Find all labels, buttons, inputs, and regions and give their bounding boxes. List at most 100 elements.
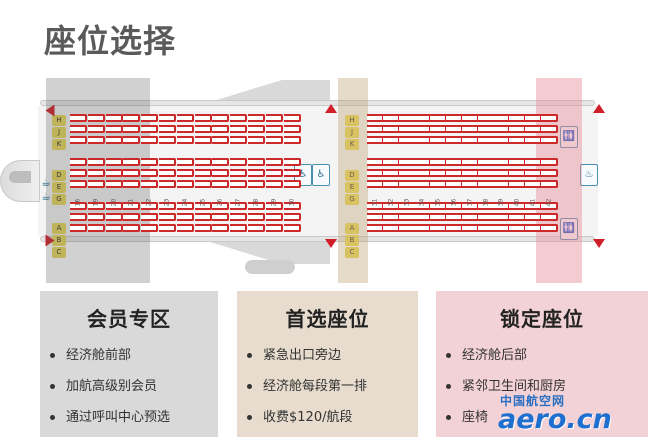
seat[interactable] [265, 213, 283, 221]
seat[interactable] [265, 136, 283, 144]
seat[interactable] [176, 202, 194, 210]
seat[interactable] [212, 180, 230, 188]
seat[interactable] [283, 213, 301, 221]
seat[interactable] [461, 136, 479, 144]
seat[interactable] [398, 180, 416, 188]
seat[interactable] [461, 213, 479, 221]
seat[interactable] [159, 224, 176, 232]
seat[interactable] [159, 136, 176, 144]
seat[interactable] [525, 169, 542, 177]
seat[interactable] [283, 180, 301, 188]
seat[interactable] [446, 169, 463, 177]
seat[interactable] [265, 169, 283, 177]
seat[interactable] [159, 125, 176, 133]
seat[interactable] [141, 158, 159, 166]
seat[interactable] [367, 125, 384, 133]
seat[interactable] [430, 180, 448, 188]
seat[interactable] [367, 169, 384, 177]
seat[interactable] [230, 213, 248, 221]
seat[interactable] [230, 114, 248, 122]
seat[interactable] [87, 114, 105, 122]
seat[interactable] [382, 180, 400, 188]
seat[interactable] [212, 202, 230, 210]
seat[interactable] [525, 114, 542, 122]
seat[interactable] [446, 213, 463, 221]
seat[interactable] [176, 224, 194, 232]
seat[interactable] [477, 224, 495, 232]
seat[interactable] [283, 224, 301, 232]
seat[interactable] [212, 114, 230, 122]
seat[interactable] [414, 180, 432, 188]
seat[interactable] [509, 114, 527, 122]
seat[interactable] [87, 169, 105, 177]
seat[interactable] [159, 158, 176, 166]
seat[interactable] [477, 114, 495, 122]
seat[interactable] [70, 224, 87, 232]
seat[interactable] [248, 114, 265, 122]
seat[interactable] [493, 213, 511, 221]
seat[interactable] [493, 136, 511, 144]
seat[interactable] [176, 114, 194, 122]
seat[interactable] [105, 136, 123, 144]
seat[interactable] [141, 114, 159, 122]
seat[interactable] [123, 136, 141, 144]
seat[interactable] [398, 114, 416, 122]
seat[interactable] [540, 125, 558, 133]
seat[interactable] [230, 136, 248, 144]
seat[interactable] [283, 114, 301, 122]
seat[interactable] [540, 114, 558, 122]
seat[interactable] [230, 158, 248, 166]
seat[interactable] [194, 169, 212, 177]
seat[interactable] [105, 158, 123, 166]
seat[interactable] [265, 224, 283, 232]
seat[interactable] [230, 180, 248, 188]
seat[interactable] [398, 125, 416, 133]
seat[interactable] [248, 180, 265, 188]
seat[interactable] [509, 136, 527, 144]
seat[interactable] [367, 158, 384, 166]
seat[interactable] [159, 180, 176, 188]
seat[interactable] [212, 224, 230, 232]
seat[interactable] [212, 169, 230, 177]
seat[interactable] [70, 114, 87, 122]
seat[interactable] [509, 169, 527, 177]
seat[interactable] [398, 224, 416, 232]
seat[interactable] [87, 213, 105, 221]
seat[interactable] [70, 180, 87, 188]
seat[interactable] [141, 125, 159, 133]
seat[interactable] [212, 158, 230, 166]
seat[interactable] [525, 158, 542, 166]
seat[interactable] [430, 136, 448, 144]
seat[interactable] [430, 125, 448, 133]
seat[interactable] [446, 114, 463, 122]
seat[interactable] [230, 202, 248, 210]
seat[interactable] [194, 136, 212, 144]
seat[interactable] [87, 158, 105, 166]
seat[interactable] [382, 125, 400, 133]
seat[interactable] [446, 180, 463, 188]
seat[interactable] [105, 169, 123, 177]
seat[interactable] [398, 158, 416, 166]
seat[interactable] [382, 224, 400, 232]
seat[interactable] [430, 224, 448, 232]
seat[interactable] [87, 136, 105, 144]
seat[interactable] [123, 213, 141, 221]
seat[interactable] [398, 136, 416, 144]
seat[interactable] [430, 114, 448, 122]
seat[interactable] [493, 125, 511, 133]
seat[interactable] [283, 158, 301, 166]
seat[interactable] [509, 125, 527, 133]
seat[interactable] [477, 158, 495, 166]
seat[interactable] [265, 125, 283, 133]
seat[interactable] [493, 114, 511, 122]
seat[interactable] [248, 169, 265, 177]
seat[interactable] [446, 158, 463, 166]
seat[interactable] [283, 136, 301, 144]
seat[interactable] [141, 136, 159, 144]
seat[interactable] [194, 158, 212, 166]
seat[interactable] [367, 224, 384, 232]
seat[interactable] [123, 202, 141, 210]
seat[interactable] [446, 125, 463, 133]
seat[interactable] [105, 114, 123, 122]
seat[interactable] [461, 169, 479, 177]
